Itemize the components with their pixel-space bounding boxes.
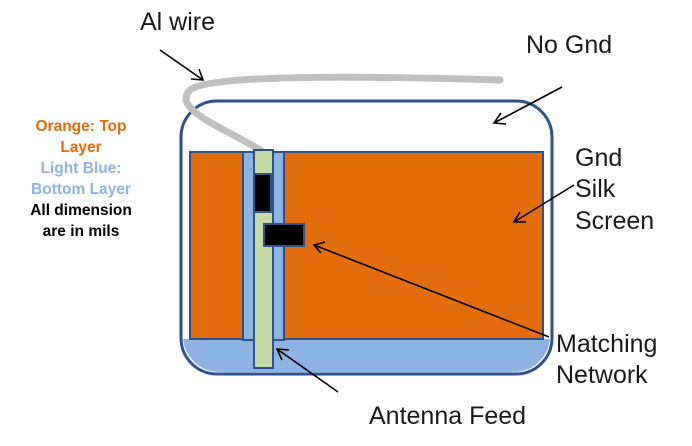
label-screen: Screen <box>575 206 655 235</box>
legend-orange-line-2: Layer <box>60 138 102 156</box>
matching-component-1 <box>253 173 272 213</box>
legend: Orange: Top Layer Light Blue: Bottom Lay… <box>0 117 162 243</box>
legend-blue-line-2: Bottom Layer <box>31 180 131 198</box>
legend-blue-line-1: Light Blue: <box>40 159 122 177</box>
arrow-gnd-silk <box>513 184 575 223</box>
legend-black-line-2: are in mils <box>42 222 120 240</box>
label-silk: Silk <box>575 175 616 204</box>
legend-orange-line-1: Orange: Top <box>35 118 127 135</box>
label-network: Network <box>556 361 648 390</box>
bottom-layer-region <box>183 338 550 373</box>
label-gnd: Gnd <box>575 144 623 172</box>
label-matching: Matching <box>556 330 658 358</box>
al-wire <box>182 73 504 156</box>
top-layer-right <box>283 151 544 340</box>
bottom-layer-strip-left <box>242 151 255 341</box>
legend-black-line-1: All dimension <box>30 201 132 219</box>
top-layer-left <box>189 151 244 340</box>
matching-component-2 <box>263 223 305 247</box>
label-antenna-feed: Antenna Feed <box>369 402 527 430</box>
arrow-no-gnd <box>493 86 563 124</box>
arrow-al-wire <box>159 49 204 81</box>
pointer-arrows <box>159 49 575 393</box>
label-no-gnd: No Gnd <box>526 31 613 59</box>
arrow-matching-network <box>313 244 550 338</box>
label-matching-network: Matching Network <box>556 329 657 392</box>
arrow-antenna-feed <box>276 348 339 393</box>
label-gnd-silk-screen: Gnd Silk Screen <box>575 143 654 237</box>
label-al-wire: Al wire <box>140 8 216 36</box>
